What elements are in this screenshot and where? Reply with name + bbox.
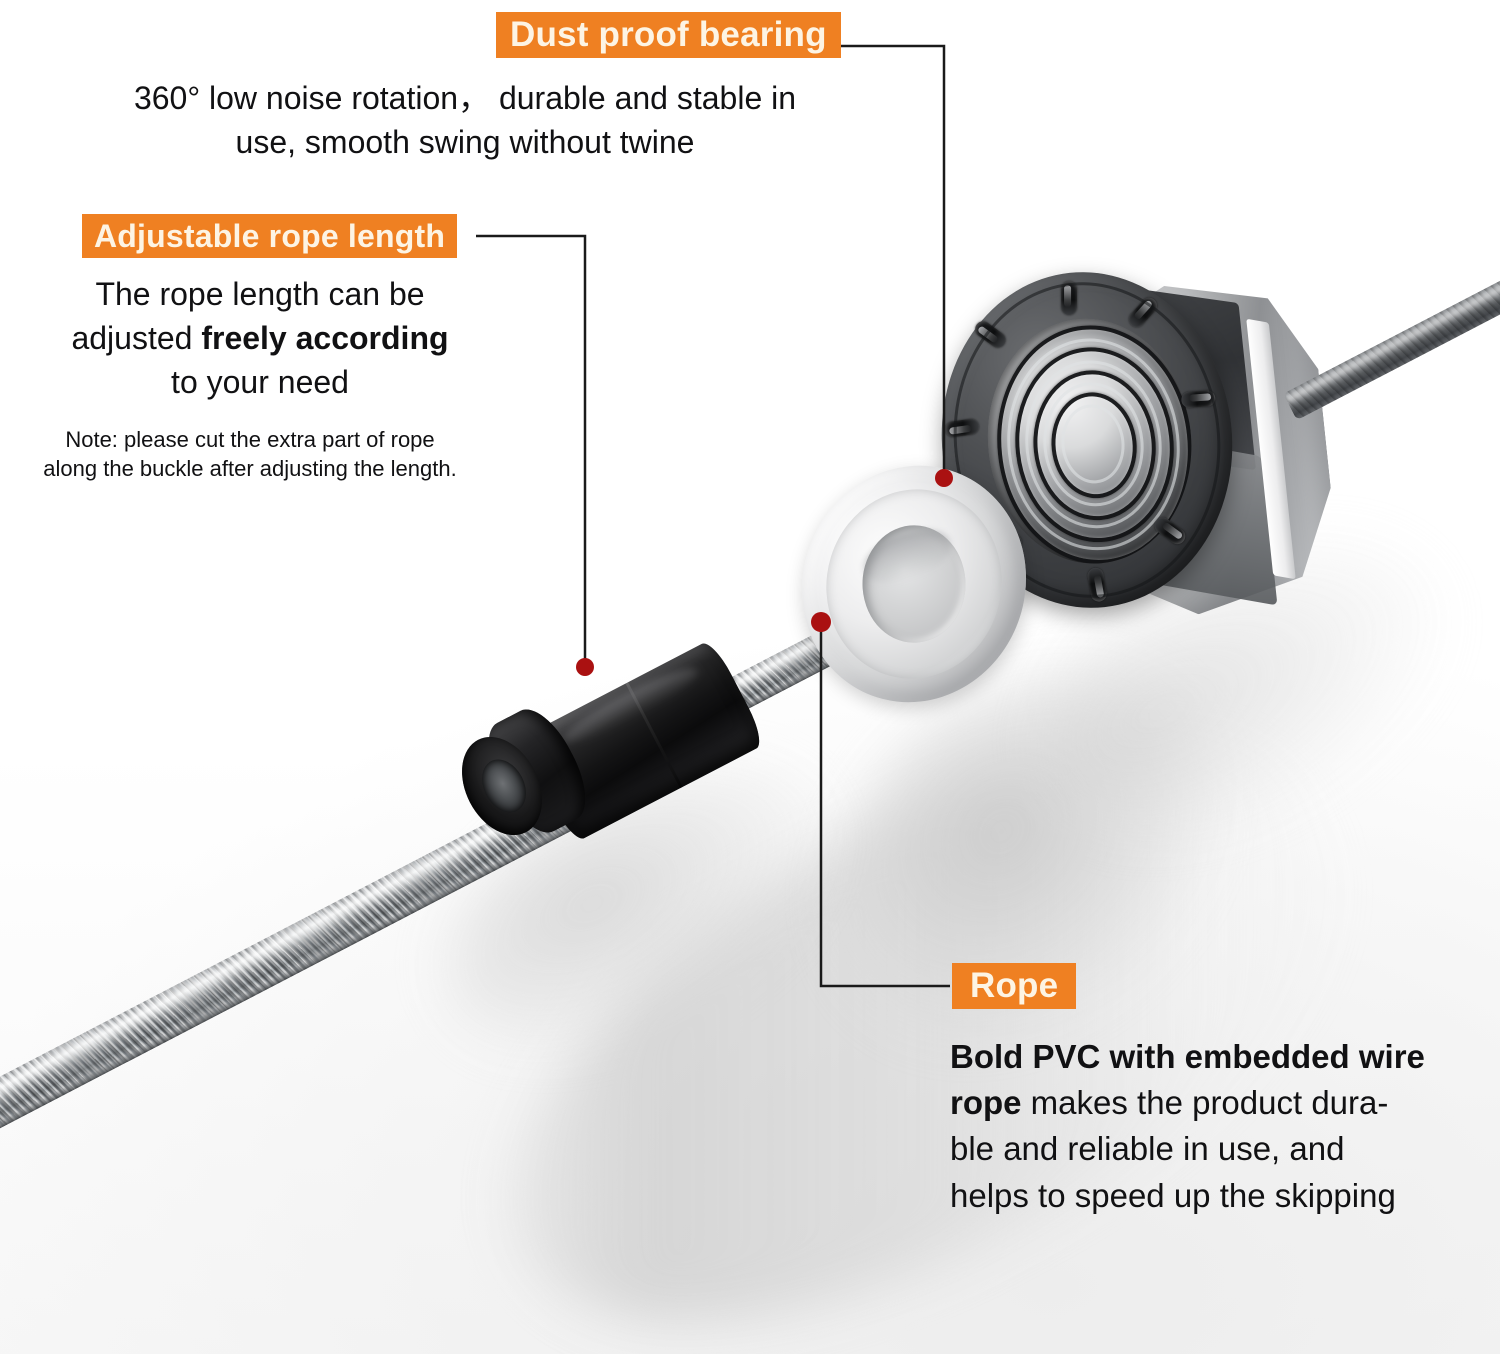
text-rope: Bold PVC with embedded wire rope makes t… <box>950 1034 1480 1219</box>
coil-ring <box>996 329 1191 559</box>
coil-ring <box>1046 387 1143 503</box>
text-dust-proof-bearing: 360° low noise rotation， durable and sta… <box>133 80 797 161</box>
text-adjust-note: Note: please cut the extra part of rope … <box>43 427 457 482</box>
rope-text-bold: Bold PVC with embedded wire rope <box>950 1038 1425 1122</box>
bearing-slot <box>1061 281 1078 316</box>
coil-ring <box>1016 353 1170 535</box>
black-buckle <box>438 630 768 880</box>
adjust-text-part-1: The rope length can be adjusted <box>71 276 425 357</box>
bearing-slot <box>944 417 981 439</box>
bearing-slot <box>1151 514 1189 548</box>
tag-adjustable-rope-length: Adjustable rope length <box>82 214 458 258</box>
adjust-text-part-2: to your need <box>171 364 349 401</box>
bearing-slot <box>971 318 1009 351</box>
bearing-slot <box>1086 566 1109 603</box>
bearing-slot <box>1180 389 1216 409</box>
adjust-text-bold: freely according <box>201 320 449 357</box>
tag-rope: Rope <box>952 963 1077 1009</box>
coil-ring <box>1037 377 1150 511</box>
coil-ring <box>1026 363 1163 526</box>
coil-ring <box>1057 401 1129 487</box>
tag-dust-proof-bearing: Dust proof bearing <box>496 12 841 58</box>
bearing-slot <box>1125 294 1161 331</box>
rope-text-rest: makes the product dura- ble and reliable… <box>950 1084 1396 1214</box>
coil-ring <box>1005 339 1184 550</box>
text-adjustable-rope-length: The rope length can be adjusted freely a… <box>50 272 470 404</box>
